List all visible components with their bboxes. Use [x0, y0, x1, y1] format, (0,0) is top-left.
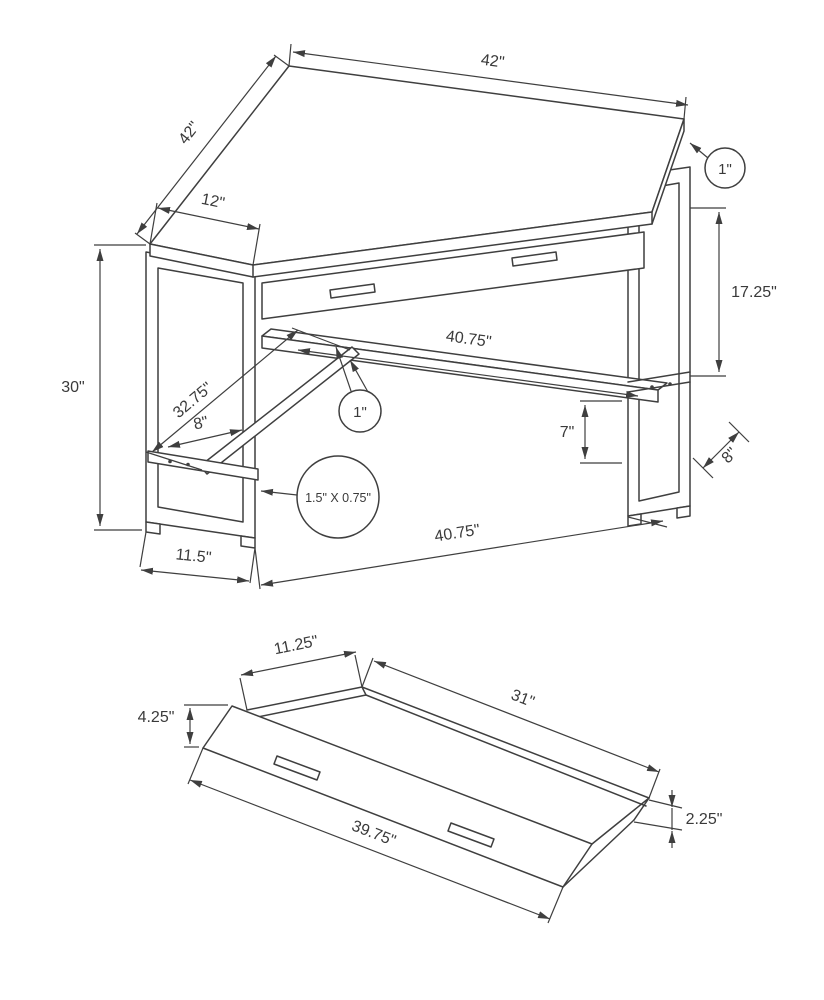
dim-label-leg-inner-height: 17.25" — [731, 284, 777, 301]
extension-line — [354, 654, 363, 688]
dimension-line — [260, 519, 664, 587]
extension-line — [683, 96, 687, 120]
dim-drawer-depth: 11.25" — [239, 633, 363, 711]
dim-label-shelf-clearance: 7" — [560, 424, 575, 441]
extension-line — [273, 54, 290, 67]
desk-top-surface — [149, 65, 685, 266]
dim-shelf-length: 40.75" — [297, 328, 639, 398]
dim-front-width: 40.75" — [254, 516, 668, 590]
right-leg-foot-back — [676, 505, 691, 519]
right-end-height-edge — [633, 797, 650, 821]
drawer-drawing: 11.25" 31" 4.25" 2.25" — [138, 633, 723, 924]
desk-top-edge-band — [149, 118, 685, 278]
dim-drawer-front-height: 4.25" — [138, 704, 228, 748]
dim-left-side-depth: 12" — [149, 191, 261, 266]
callout-tube-size: 1.5" X 0.75" — [260, 455, 380, 539]
extension-line — [361, 657, 374, 688]
leader-line — [689, 142, 709, 159]
callout-circle — [296, 455, 380, 539]
dimension-line — [373, 660, 660, 773]
dim-top-right-width: 42" — [288, 43, 689, 120]
extension-line — [145, 451, 203, 471]
dim-label-right-leg-depth: 8" — [719, 445, 741, 467]
dimension-line — [157, 207, 260, 230]
desk-drawing: 42" 42" 12" 30" 17.25" — [61, 43, 777, 590]
extension-line — [254, 547, 261, 590]
left-wall-corner — [361, 686, 367, 696]
extension-line — [134, 232, 151, 245]
dim-label-side-shelf-depth: 8" — [192, 414, 210, 434]
dim-label-top-right-width: 42" — [480, 52, 506, 72]
dim-side-shelf-depth: 8" — [167, 414, 243, 448]
dim-label-left-leg-depth: 11.5" — [175, 546, 212, 567]
left-wall-top-outer — [246, 686, 363, 711]
dim-label-drawer-bottom-length: 39.75" — [349, 818, 398, 850]
dim-left-leg-depth: 11.5" — [139, 531, 256, 584]
leader-line — [260, 488, 298, 496]
dim-drawer-side-height: 2.25" — [633, 790, 723, 848]
extension-line — [547, 886, 564, 924]
extension-line — [633, 821, 683, 831]
dim-label-drawer-side-height: 2.25" — [686, 811, 723, 828]
callout-shelf-thickness: 1" — [335, 346, 382, 433]
rail-line-top — [627, 371, 691, 383]
extension-line — [291, 327, 351, 351]
extension-line — [149, 202, 158, 245]
drawer-handle-left — [329, 283, 376, 299]
dim-label-shelf-length: 40.75" — [445, 328, 493, 351]
dimension-line — [702, 431, 740, 469]
dim-label-left-side-depth: 12" — [200, 191, 226, 212]
leader-line — [349, 359, 369, 393]
callout-top-thickness: 1" — [689, 142, 746, 189]
dimension-line — [189, 779, 551, 920]
dim-label-top-left-width: 42" — [176, 119, 204, 148]
dim-label-overall-height: 30" — [61, 379, 84, 396]
dim-label-front-width: 40.75" — [433, 522, 481, 546]
dim-shelf-clearance: 7" — [560, 400, 622, 464]
dimension-line — [240, 650, 357, 677]
callout-label-shelf-thickness: 1" — [353, 404, 367, 421]
rail-screw-hole — [668, 382, 672, 386]
drawer-handle-right — [511, 251, 558, 267]
dim-right-leg-depth: 8" — [692, 421, 750, 479]
dim-leg-inner-height: 17.25" — [690, 207, 777, 377]
extension-line — [648, 799, 683, 809]
left-side-shelf-board — [147, 450, 259, 481]
right-end-bottom-edge — [562, 819, 635, 888]
dimension-line — [292, 50, 689, 107]
extension-line — [239, 677, 248, 711]
dimension-line — [167, 429, 243, 448]
leader-line — [335, 346, 352, 392]
extension-line — [249, 547, 256, 584]
desk-drawer-front — [261, 231, 645, 320]
dim-label-drawer-depth: 11.25" — [273, 633, 320, 658]
right-leg-inner — [638, 182, 680, 502]
dimension-line — [140, 567, 250, 584]
dimension-line — [297, 348, 639, 398]
extension-line — [139, 531, 147, 568]
desk-top — [149, 65, 685, 278]
right-end-top-edge — [591, 797, 650, 845]
extension-line — [252, 223, 261, 266]
right-leg-cross-rail — [627, 371, 691, 393]
callout-circle — [338, 389, 382, 433]
dim-overall-height: 30" — [61, 244, 146, 531]
dim-label-drawer-front-height: 4.25" — [138, 709, 175, 726]
callout-label-top-thickness: 1" — [718, 161, 732, 178]
extension-line — [187, 747, 204, 785]
rail-line-bottom — [627, 381, 691, 393]
dimension-line — [136, 55, 277, 235]
left-leg-foot-front — [145, 521, 161, 535]
extension-line — [648, 768, 661, 799]
rail-screw-hole — [650, 385, 654, 389]
callout-circle — [704, 147, 746, 189]
dim-label-drawer-inner-length: 31" — [509, 687, 537, 711]
callout-label-tube-size: 1.5" X 0.75" — [305, 491, 371, 505]
left-leg-foot-back — [240, 535, 256, 549]
left-wall-top-inner — [252, 694, 367, 719]
extension-line — [288, 43, 292, 67]
